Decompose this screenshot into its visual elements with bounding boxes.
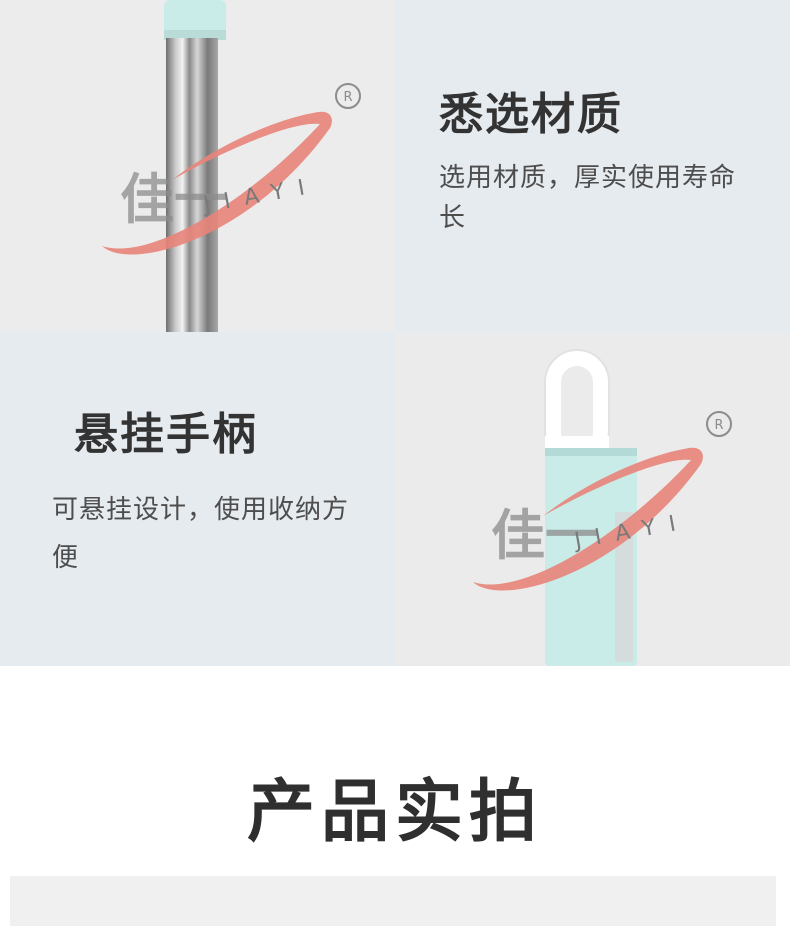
swoosh-mark: [473, 447, 703, 591]
handle-cap: [164, 0, 226, 38]
brand-watermark: 佳一 JIAYI R: [102, 83, 361, 255]
steel-pole: [166, 38, 218, 332]
registered-trademark-icon: [335, 83, 361, 109]
hanging-handle-illustration: [544, 349, 637, 666]
steel-pole-image: 佳一 JIAYI R: [0, 0, 395, 332]
swoosh-mark: [102, 111, 332, 255]
product-photo-panel: [10, 876, 776, 926]
registered-trademark-icon: [706, 411, 732, 437]
brand-watermark: 佳一 JIAYI R: [473, 411, 732, 591]
feature-material: 悉选材质 选用材质，厚实使用寿命长: [395, 0, 790, 332]
watermark-brand-cn: 佳一: [491, 504, 599, 567]
clip: [615, 512, 633, 662]
feature-handle-title: 悬挂手柄: [74, 409, 258, 460]
section-heading-product-photos: 产品实拍: [246, 773, 543, 852]
feature-handle-description: 可悬挂设计，使用收纳方便: [52, 495, 350, 573]
svg-text:R: R: [343, 90, 352, 105]
feature-hanging-handle: 悬挂手柄 可悬挂设计，使用收纳方便: [0, 332, 395, 666]
feature-material-title: 悉选材质: [439, 89, 623, 140]
feature-material-description: 选用材质，厚实使用寿命长: [439, 163, 737, 233]
hanging-handle-image: 佳一 JIAYI R: [395, 332, 790, 666]
watermark-brand-cn: 佳一: [120, 168, 228, 231]
svg-text:R: R: [714, 418, 723, 433]
steel-pole-illustration: [164, 0, 226, 332]
